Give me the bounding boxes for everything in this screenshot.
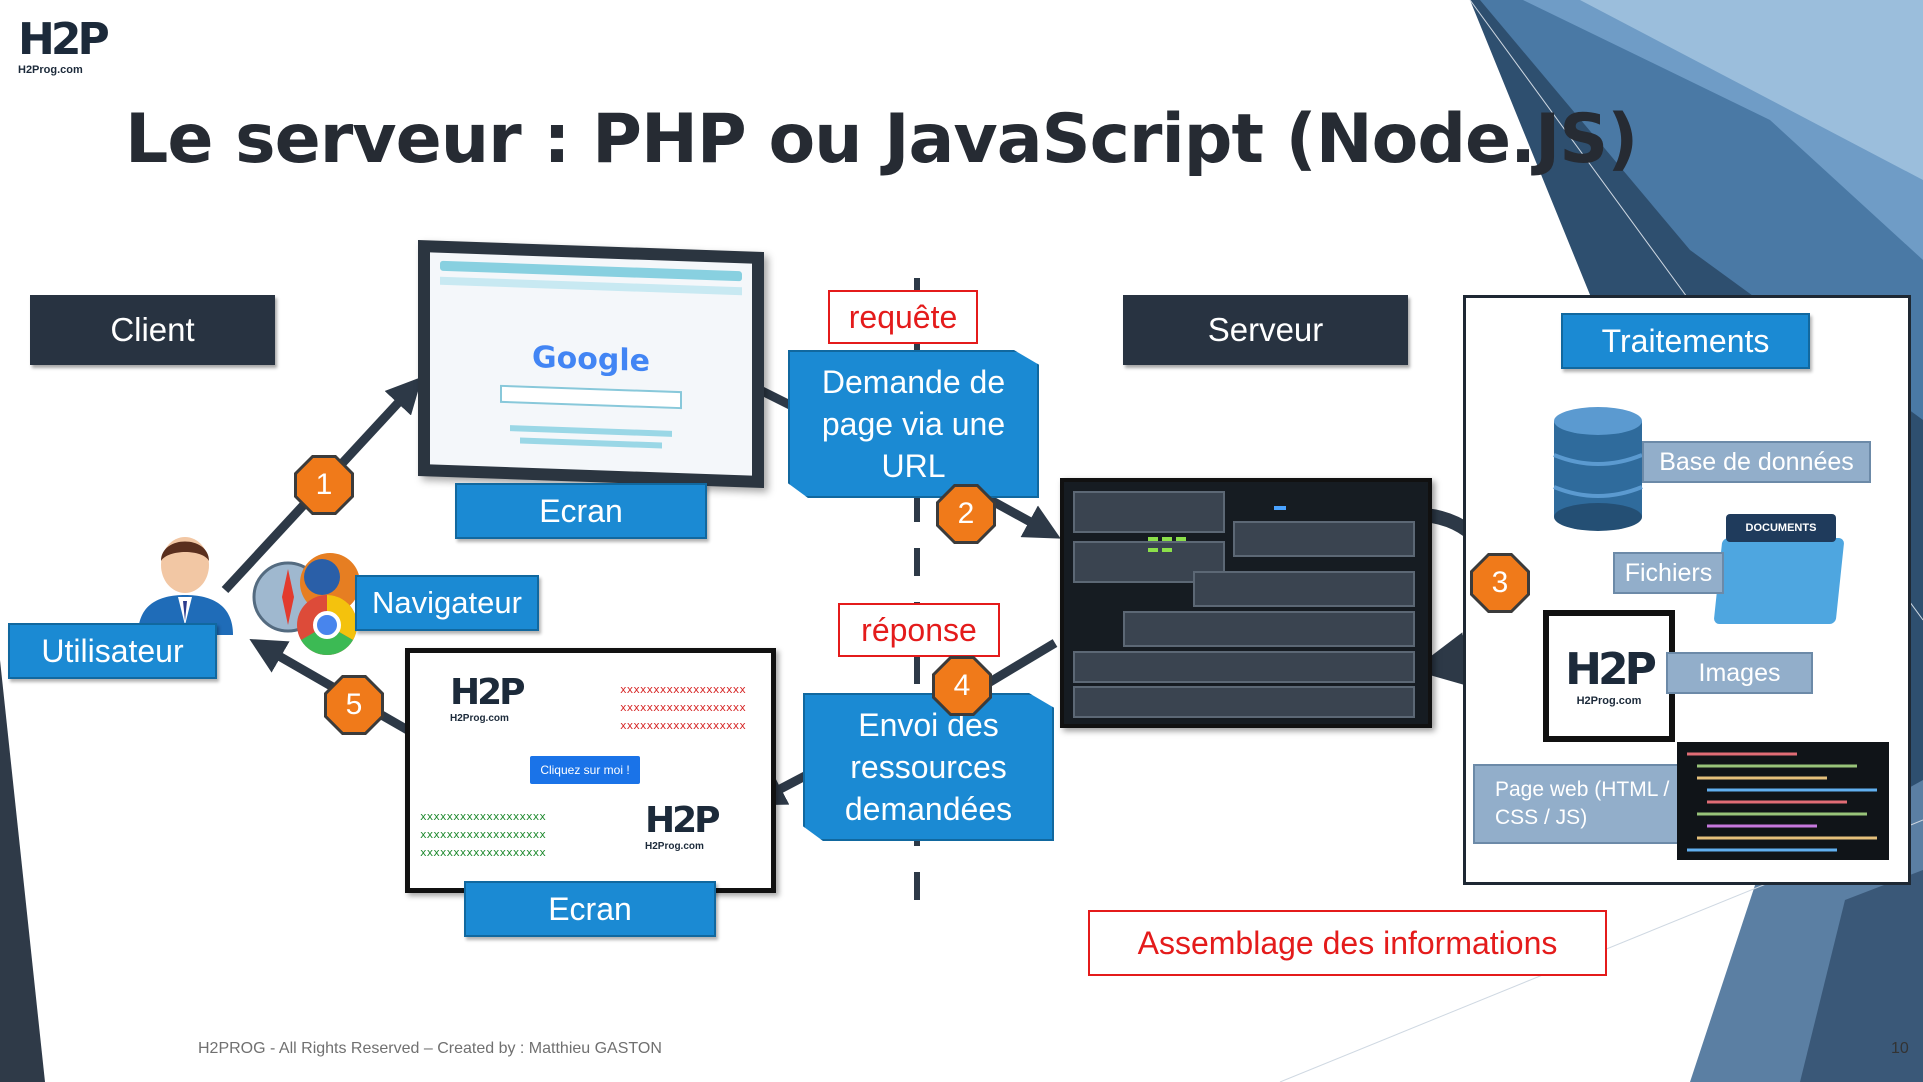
user-avatar bbox=[138, 537, 233, 635]
response-line-3: demandées bbox=[844, 791, 1013, 827]
step-5-badge: 5 bbox=[327, 678, 381, 732]
red-text-line-3: xxxxxxxxxxxxxxxxxxx bbox=[620, 719, 746, 732]
chrome-green-icon bbox=[301, 625, 353, 656]
green-text-line-3: xxxxxxxxxxxxxxxxxxx bbox=[420, 846, 546, 859]
step-3-badge: 3 bbox=[1473, 556, 1527, 610]
led-blue bbox=[1274, 506, 1286, 510]
assembly-label: Assemblage des informations bbox=[1088, 910, 1607, 976]
bg-pale-band bbox=[1580, 0, 1923, 180]
screen-bottom-label: Ecran bbox=[464, 881, 716, 937]
google-search-box bbox=[500, 384, 682, 410]
processing-title: Traitements bbox=[1561, 313, 1810, 369]
database-icon bbox=[1553, 407, 1643, 531]
chrome-center-icon bbox=[313, 611, 341, 639]
connector-screen-request bbox=[757, 385, 793, 410]
webpage-label: Page web (HTML / CSS / JS) bbox=[1473, 764, 1697, 844]
user-label: Utilisateur bbox=[8, 623, 217, 679]
images-label: Images bbox=[1666, 652, 1813, 694]
database-base bbox=[1554, 503, 1642, 531]
avatar-hair bbox=[161, 541, 209, 561]
top-screen-monitor: Google bbox=[418, 239, 764, 489]
bg-left-wedge bbox=[0, 660, 45, 1082]
response-line-2: ressources bbox=[850, 749, 1007, 785]
browser-icons bbox=[252, 553, 360, 656]
request-line-1: Demande de bbox=[821, 364, 1006, 400]
files-label: Fichiers bbox=[1613, 552, 1724, 594]
page-logo-top-subtext: H2Prog.com bbox=[450, 713, 509, 724]
bg-bottom-dark bbox=[1800, 870, 1923, 1082]
request-tag: requête bbox=[828, 290, 978, 344]
request-box: Demande de page via une URL bbox=[788, 350, 1039, 498]
led-2 bbox=[1162, 537, 1172, 541]
safari-needle-icon bbox=[282, 569, 294, 625]
rack-unit-5 bbox=[1123, 611, 1415, 647]
rack-unit-6 bbox=[1073, 651, 1415, 683]
page-green-text: xxxxxxxxxxxxxxxxxxx xxxxxxxxxxxxxxxxxxx … bbox=[420, 808, 546, 862]
led-5 bbox=[1162, 548, 1172, 552]
screen-top-label: Ecran bbox=[455, 483, 707, 539]
google-logo-text: Google bbox=[532, 339, 650, 380]
database-ring-2 bbox=[1553, 485, 1643, 498]
google-logo: Google bbox=[430, 336, 752, 382]
rack-unit-1 bbox=[1073, 491, 1225, 533]
page-number: 10 bbox=[1891, 1040, 1909, 1057]
browser-content-line-2 bbox=[520, 437, 662, 449]
request-line-3: URL bbox=[881, 448, 946, 484]
database-top bbox=[1554, 407, 1642, 435]
images-logo-mark: H2P bbox=[1565, 644, 1657, 695]
avatar-tie bbox=[183, 601, 187, 621]
code-screenshot bbox=[1677, 742, 1889, 860]
client-heading: Client bbox=[30, 295, 275, 365]
server-rack-image bbox=[1060, 478, 1432, 728]
documents-folder-icon: DOCUMENTS bbox=[1713, 512, 1845, 624]
led-1 bbox=[1148, 537, 1158, 541]
database-label: Base de données bbox=[1642, 441, 1871, 483]
connector-server-response bbox=[982, 639, 1058, 689]
page-logo-top: H2P H2Prog.com bbox=[450, 672, 526, 725]
step-1-badge: 1 bbox=[297, 458, 351, 512]
server-rack-drawing bbox=[1064, 482, 1428, 724]
folder-body bbox=[1713, 538, 1845, 624]
database-ring-1 bbox=[1553, 453, 1643, 466]
page-logo-bottom-mark: H2P bbox=[645, 800, 721, 841]
response-box: Envoi des ressources demandées bbox=[803, 693, 1054, 841]
webpage-label-line-1: Page web (HTML / bbox=[1495, 778, 1670, 801]
rack-unit-3 bbox=[1233, 521, 1415, 557]
browser-label: Navigateur bbox=[355, 575, 539, 631]
folder-tab: DOCUMENTS bbox=[1726, 514, 1836, 542]
page-red-text: xxxxxxxxxxxxxxxxxxx xxxxxxxxxxxxxxxxxxx … bbox=[620, 681, 746, 735]
code-lines-drawing bbox=[1687, 752, 1877, 852]
database-body bbox=[1554, 421, 1642, 517]
firefox-globe-icon bbox=[304, 559, 340, 595]
request-line-2: page via une bbox=[821, 406, 1006, 442]
green-text-line-1: xxxxxxxxxxxxxxxxxxx bbox=[420, 810, 546, 823]
rack-unit-4 bbox=[1193, 571, 1415, 607]
response-tag: réponse bbox=[838, 603, 1000, 657]
step-4-badge: 4 bbox=[935, 659, 989, 713]
page-title: Le serveur : PHP ou JavaScript (Node.JS) bbox=[125, 100, 1638, 179]
led-3 bbox=[1176, 537, 1186, 541]
page-click-button[interactable]: Cliquez sur moi ! bbox=[530, 756, 640, 784]
red-text-line-2: xxxxxxxxxxxxxxxxxxx bbox=[620, 701, 746, 714]
logo-subtext: H2Prog.com bbox=[18, 64, 83, 76]
red-text-line-1: xxxxxxxxxxxxxxxxxxx bbox=[620, 683, 746, 696]
step-2-badge: 2 bbox=[939, 487, 993, 541]
browser-window: Google bbox=[430, 252, 752, 476]
bottom-screen: H2P H2Prog.com xxxxxxxxxxxxxxxxxxx xxxxx… bbox=[405, 648, 776, 893]
images-logo-subtext: H2Prog.com bbox=[1576, 695, 1642, 707]
green-text-line-2: xxxxxxxxxxxxxxxxxxx bbox=[420, 828, 546, 841]
server-heading: Serveur bbox=[1123, 295, 1408, 365]
webpage-label-line-2: CSS / JS) bbox=[1495, 806, 1588, 829]
page-logo-bottom: H2P H2Prog.com bbox=[645, 800, 721, 853]
led-4 bbox=[1148, 548, 1158, 552]
browser-content-line-1 bbox=[510, 425, 672, 437]
page-logo-top-mark: H2P bbox=[450, 672, 526, 713]
rack-unit-7 bbox=[1073, 686, 1415, 718]
images-logo-thumb: H2P H2Prog.com bbox=[1543, 610, 1675, 742]
page-logo-bottom-subtext: H2Prog.com bbox=[645, 841, 704, 852]
footer-copyright: H2PROG - All Rights Reserved – Created b… bbox=[198, 1040, 662, 1057]
